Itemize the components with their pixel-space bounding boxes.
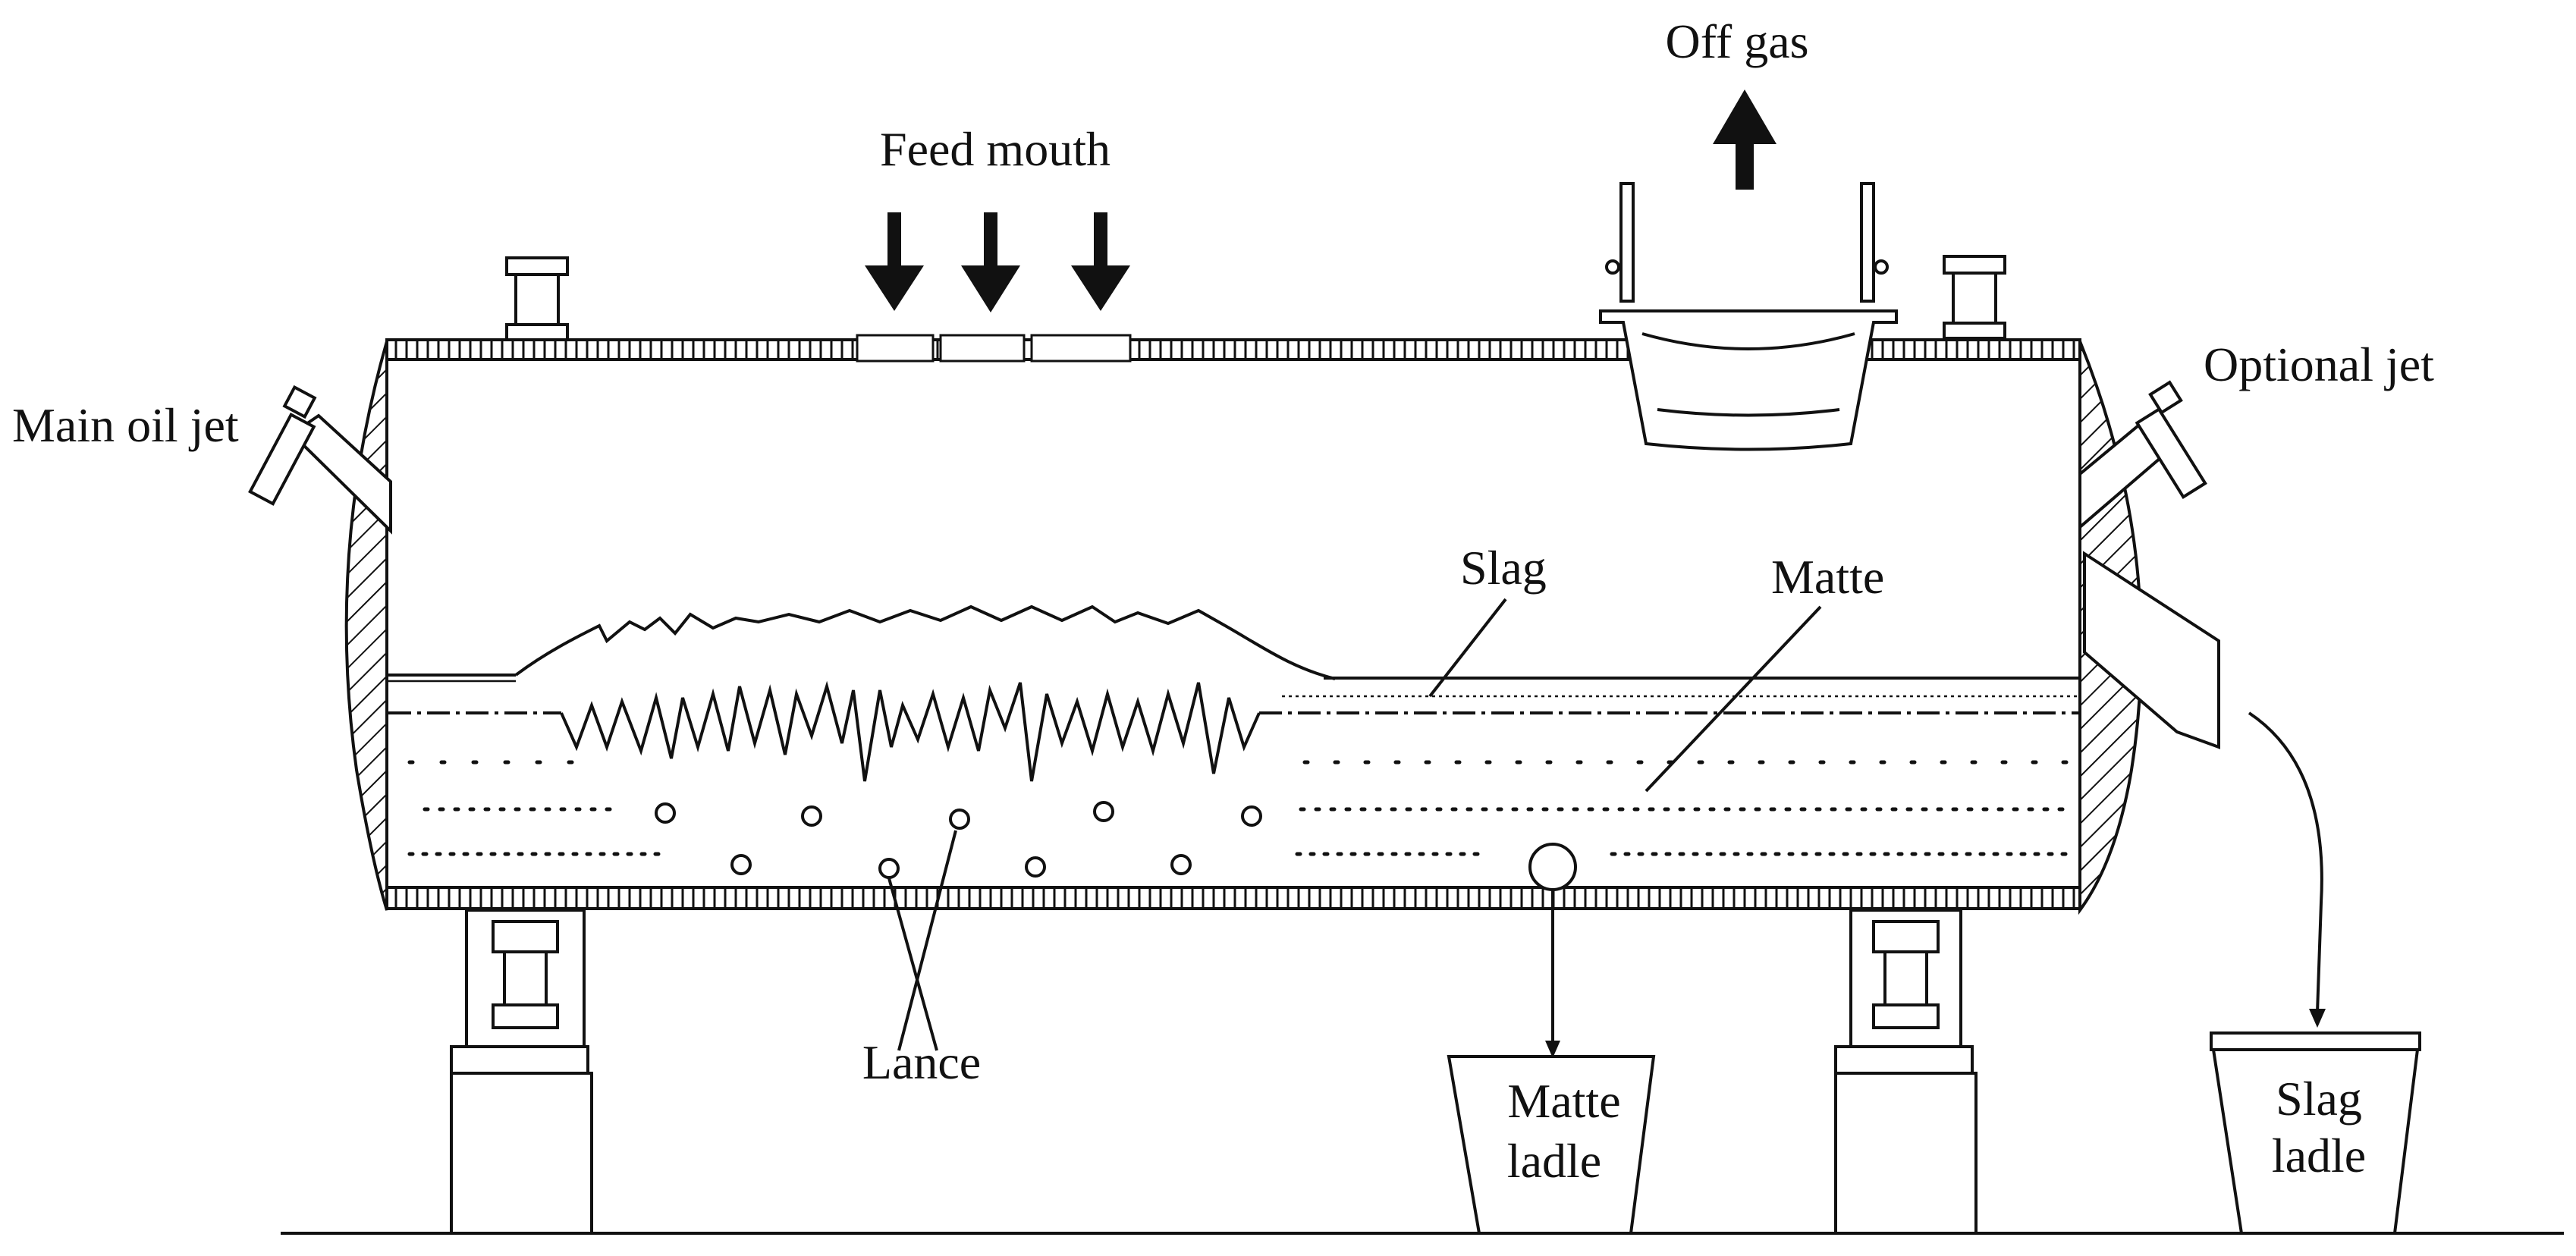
slag-tap-spout: [2083, 551, 2220, 749]
matte-ladle: [1447, 1055, 1656, 1235]
matte-leader-line: [1645, 605, 1822, 793]
right-support: [1834, 909, 1978, 1235]
right-top-nozzle: [1943, 255, 2006, 340]
matte-tap-hole: [1528, 843, 1577, 891]
lance-label: Lance: [862, 1035, 981, 1089]
off-gas-arrow: [1713, 89, 1776, 190]
lance-bubbles: [655, 801, 1262, 879]
main-oil-jet-nozzle: [248, 385, 392, 535]
slag-label: Slag: [1460, 541, 1547, 595]
slag-ladle-label-line2: ladle: [2272, 1129, 2366, 1182]
matte-dots: [407, 760, 2073, 856]
main-oil-jet-label: Main oil jet: [12, 398, 239, 452]
left-support: [450, 909, 593, 1235]
slag-tap-arrow: [2248, 711, 2326, 1028]
optional-jet-label: Optional jet: [2204, 338, 2434, 391]
off-gas-label: Off gas: [1666, 14, 1809, 68]
furnace-shell: [344, 338, 2143, 915]
matte-ladle-label-line2: ladle: [1507, 1134, 1601, 1188]
feed-mouth-openings: [856, 334, 1132, 363]
matte-ladle-label-line1: Matte: [1507, 1074, 1620, 1128]
slag-ladle-label-line1: Slag: [2276, 1072, 2362, 1126]
feed-arrows: [865, 212, 1130, 312]
slag-ladle: [2210, 1031, 2421, 1235]
slag-leader-line: [1428, 598, 1507, 698]
bath-levels: [388, 604, 2078, 782]
optional-jet-nozzle: [2078, 380, 2207, 531]
lance-leader-lines: [887, 830, 957, 1051]
off-gas-hood: [1599, 182, 1898, 451]
left-top-nozzle: [505, 256, 569, 341]
matte-label: Matte: [1771, 550, 1884, 604]
feed-mouth-label: Feed mouth: [880, 122, 1111, 176]
matte-tap-arrow: [1545, 890, 1560, 1058]
